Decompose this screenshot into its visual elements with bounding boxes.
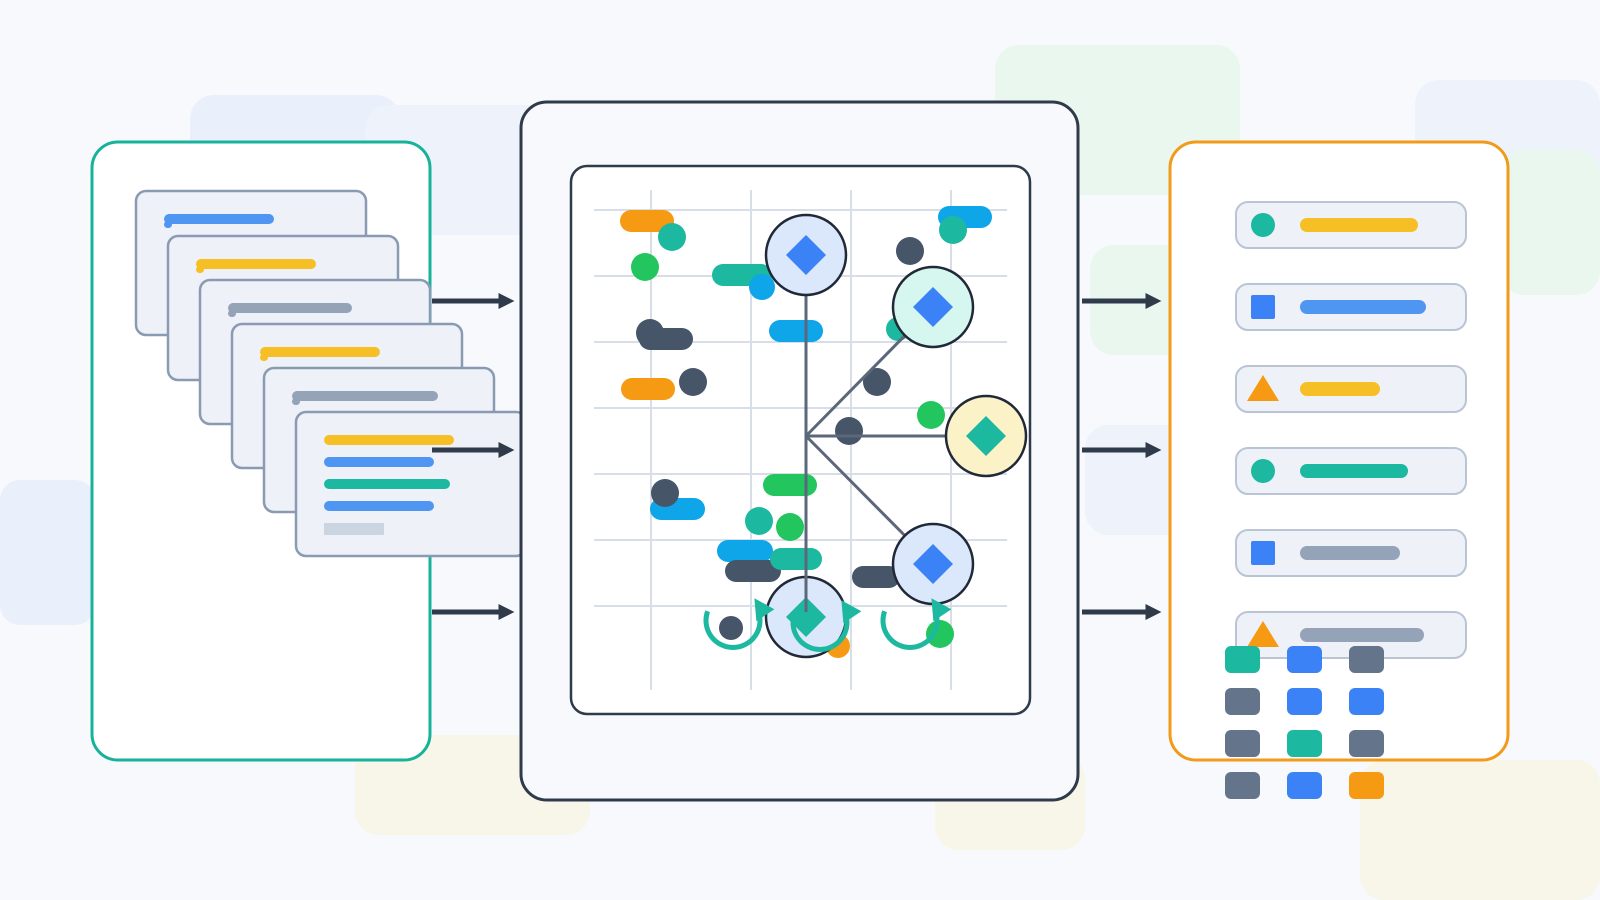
output-row-bar bbox=[1300, 628, 1424, 642]
cycle-arrowhead bbox=[841, 600, 862, 624]
output-row-bar bbox=[1300, 546, 1400, 560]
diamond-node-icon bbox=[764, 213, 848, 297]
scatter-dot bbox=[631, 253, 659, 281]
cycle-arrow-icon bbox=[880, 598, 952, 650]
output-tile bbox=[1287, 772, 1322, 799]
ghost-card bbox=[1360, 760, 1600, 900]
engine-nodes bbox=[764, 213, 1028, 659]
cycle-arc bbox=[790, 612, 850, 652]
scatter-bar bbox=[620, 210, 674, 232]
output-row bbox=[1235, 447, 1467, 495]
scatter-dot bbox=[917, 401, 945, 429]
document-line bbox=[324, 523, 384, 535]
scatter-bar bbox=[717, 540, 773, 562]
document-line bbox=[324, 479, 450, 489]
output-tile bbox=[1349, 772, 1384, 799]
scatter-dot bbox=[719, 616, 743, 640]
ghost-card bbox=[1500, 150, 1600, 295]
scatter-dot bbox=[679, 368, 707, 396]
document-stack-icon bbox=[134, 189, 528, 558]
scatter-dot bbox=[745, 507, 773, 535]
document-line bbox=[292, 391, 438, 401]
diamond-node-icon bbox=[944, 394, 1028, 478]
output-tile bbox=[1287, 646, 1322, 673]
scatter-bar bbox=[852, 566, 900, 588]
circle-icon bbox=[1251, 213, 1275, 237]
triangle-icon bbox=[1247, 375, 1279, 401]
output-tile bbox=[1349, 646, 1384, 673]
output-rows bbox=[1235, 201, 1467, 659]
document-line bbox=[228, 303, 352, 313]
output-row bbox=[1235, 201, 1467, 249]
scatter-dot bbox=[835, 417, 863, 445]
node-diamond bbox=[913, 544, 953, 584]
ghost-card bbox=[0, 480, 95, 625]
square-icon bbox=[1251, 541, 1275, 565]
scatter-dot bbox=[863, 368, 891, 396]
scatter-bar bbox=[621, 378, 675, 400]
output-row bbox=[1235, 283, 1467, 331]
scatter-dot bbox=[939, 216, 967, 244]
output-tile bbox=[1349, 730, 1384, 757]
triangle-icon bbox=[1247, 621, 1279, 647]
node-diamond bbox=[913, 287, 953, 327]
node-diamond bbox=[786, 235, 826, 275]
scatter-dot bbox=[926, 620, 954, 648]
cycle-arrow-icon bbox=[703, 598, 775, 650]
output-row-bar bbox=[1300, 382, 1380, 396]
cycle-arrow-icon bbox=[790, 600, 862, 652]
document-line bbox=[324, 435, 454, 445]
document-line bbox=[164, 214, 274, 224]
square-icon bbox=[1251, 295, 1275, 319]
scatter-dot bbox=[658, 223, 686, 251]
scatter-dot bbox=[651, 479, 679, 507]
output-tile bbox=[1225, 688, 1260, 715]
output-tile bbox=[1225, 772, 1260, 799]
output-row-bar bbox=[1300, 464, 1408, 478]
output-row-bar bbox=[1300, 218, 1418, 232]
diamond-node-icon bbox=[891, 522, 975, 606]
cycle-arrowhead bbox=[931, 598, 952, 622]
diamond-node-icon bbox=[891, 265, 975, 349]
document-line bbox=[196, 259, 316, 269]
scatter-dot bbox=[636, 319, 664, 347]
scatter-bar bbox=[770, 548, 822, 570]
cycle-arc bbox=[880, 610, 940, 650]
output-row-bar bbox=[1300, 300, 1426, 314]
circle-icon bbox=[1251, 459, 1275, 483]
output-row bbox=[1235, 365, 1467, 413]
cycle-arc bbox=[703, 610, 763, 650]
document-line bbox=[324, 457, 434, 467]
output-tile bbox=[1287, 730, 1322, 757]
scatter-bar bbox=[763, 474, 817, 496]
scatter-dot bbox=[896, 237, 924, 265]
scatter-dot bbox=[776, 513, 804, 541]
output-row bbox=[1235, 529, 1467, 577]
output-tile bbox=[1225, 646, 1260, 673]
document-line bbox=[324, 501, 434, 511]
scatter-bar bbox=[725, 560, 781, 582]
scatter-bar bbox=[769, 320, 823, 342]
output-tiles bbox=[1225, 646, 1384, 799]
document-line bbox=[260, 347, 380, 357]
node-diamond bbox=[966, 416, 1006, 456]
output-tile bbox=[1349, 688, 1384, 715]
output-tile bbox=[1287, 688, 1322, 715]
flow-arrows bbox=[432, 292, 1162, 621]
scatter-dot bbox=[749, 274, 775, 300]
engine-cycles bbox=[703, 598, 952, 652]
cycle-arrowhead bbox=[754, 598, 775, 622]
node-diamond bbox=[786, 597, 826, 637]
output-tile bbox=[1225, 730, 1260, 757]
